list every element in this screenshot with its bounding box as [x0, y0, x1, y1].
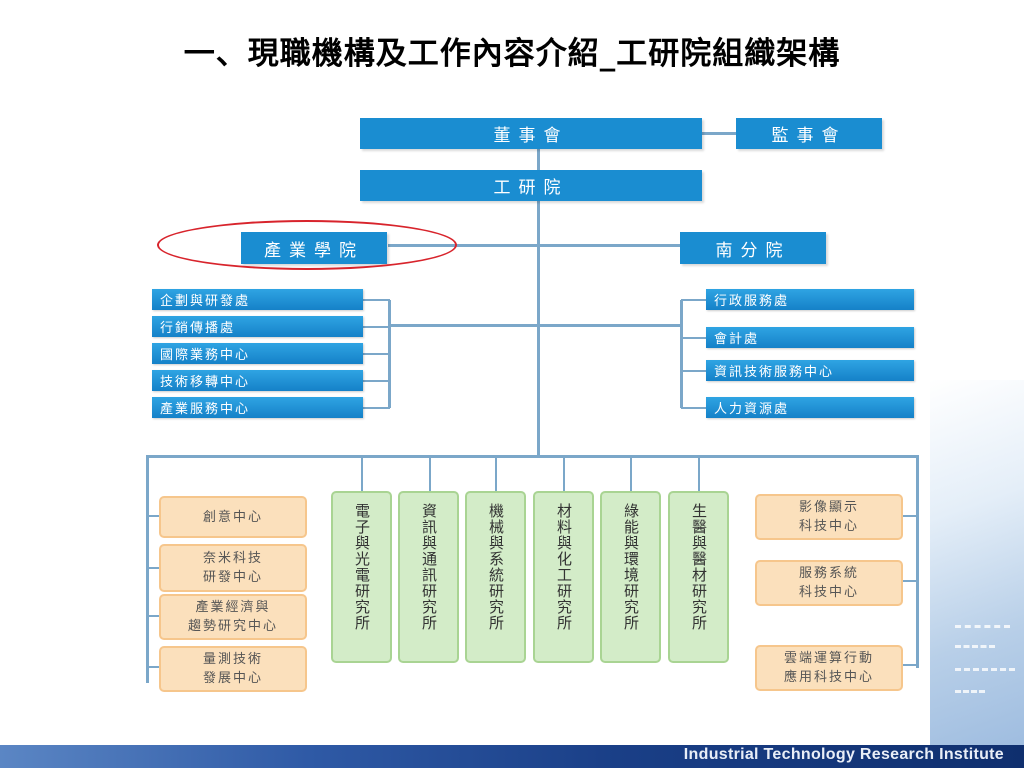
academy-south-line	[388, 244, 680, 247]
decor-dash	[955, 668, 1015, 675]
lab-label: 機械與系統研究所	[487, 503, 505, 631]
left-center-spine	[146, 455, 149, 683]
left-dept-item: 國際業務中心	[152, 343, 363, 364]
board-supervisor-line	[702, 132, 736, 135]
page-title: 一、現職機構及工作內容介紹_工研院組織架構	[183, 36, 841, 72]
footer-bar	[0, 745, 1024, 768]
decor-dash	[955, 625, 1010, 632]
decor-dash	[955, 645, 995, 652]
lab-drop	[630, 455, 632, 492]
lab-box: 機械與系統研究所	[465, 491, 526, 663]
lab-label: 生醫與醫材研究所	[690, 503, 708, 631]
left-center-box: 奈米科技 研發中心	[159, 544, 307, 592]
right-dept-tick	[681, 370, 706, 372]
right-dept-item: 資訊技術服務中心	[706, 360, 914, 381]
lab-drop	[698, 455, 700, 492]
lab-box: 資訊與通訊研究所	[398, 491, 459, 663]
right-dept-tick	[681, 407, 706, 409]
decor-dash	[955, 690, 985, 697]
units-bus-line	[146, 455, 919, 458]
left-dept-tick	[363, 380, 390, 382]
right-center-box: 服務系統 科技中心	[755, 560, 903, 606]
right-dept-tick	[681, 337, 706, 339]
left-dept-link	[388, 324, 538, 327]
right-dept-tick	[681, 299, 706, 301]
left-center-tick	[147, 515, 159, 517]
right-center-tick	[903, 515, 918, 517]
right-center-tick	[903, 664, 918, 666]
right-center-box: 影像顯示 科技中心	[755, 494, 903, 540]
left-dept-tick	[363, 326, 390, 328]
lab-label: 電子與光電研究所	[353, 503, 371, 631]
left-dept-item: 企劃與研發處	[152, 289, 363, 310]
left-center-tick	[147, 615, 159, 617]
left-dept-tick	[363, 299, 390, 301]
lab-box: 電子與光電研究所	[331, 491, 392, 663]
lab-box: 生醫與醫材研究所	[668, 491, 729, 663]
left-center-tick	[147, 666, 159, 668]
lab-drop	[361, 455, 363, 492]
lab-drop	[563, 455, 565, 492]
board-box: 董事會	[360, 118, 702, 149]
itri-box: 工研院	[360, 170, 702, 201]
lab-drop	[495, 455, 497, 492]
right-dept-link	[538, 324, 683, 327]
left-center-tick	[147, 567, 159, 569]
right-dept-item: 行政服務處	[706, 289, 914, 310]
supervisors-box: 監事會	[736, 118, 882, 149]
lab-label: 綠能與環境研究所	[622, 503, 640, 631]
right-center-box: 雲端運算行動 應用科技中心	[755, 645, 903, 691]
left-center-box: 量測技術 發展中心	[159, 646, 307, 692]
lab-box: 綠能與環境研究所	[600, 491, 661, 663]
left-dept-item: 行銷傳播處	[152, 316, 363, 337]
left-center-box: 創意中心	[159, 496, 307, 538]
right-dept-item: 人力資源處	[706, 397, 914, 418]
background-gradient	[930, 380, 1024, 745]
left-dept-item: 技術移轉中心	[152, 370, 363, 391]
left-dept-tick	[363, 353, 390, 355]
lab-box: 材料與化工研究所	[533, 491, 594, 663]
highlight-ellipse	[157, 220, 457, 270]
left-dept-item: 產業服務中心	[152, 397, 363, 418]
left-center-box: 產業經濟與 趨勢研究中心	[159, 594, 307, 640]
lab-label: 材料與化工研究所	[555, 503, 573, 631]
lab-label: 資訊與通訊研究所	[420, 503, 438, 631]
footer-institute-name: Industrial Technology Research Institute	[683, 746, 1004, 763]
south-branch-box: 南分院	[680, 232, 826, 264]
right-center-tick	[903, 580, 918, 582]
right-dept-item: 會計處	[706, 327, 914, 348]
lab-drop	[429, 455, 431, 492]
left-dept-tick	[363, 407, 390, 409]
main-trunk-line	[537, 148, 540, 455]
right-dept-spine	[680, 300, 683, 408]
right-center-spine	[916, 455, 919, 668]
